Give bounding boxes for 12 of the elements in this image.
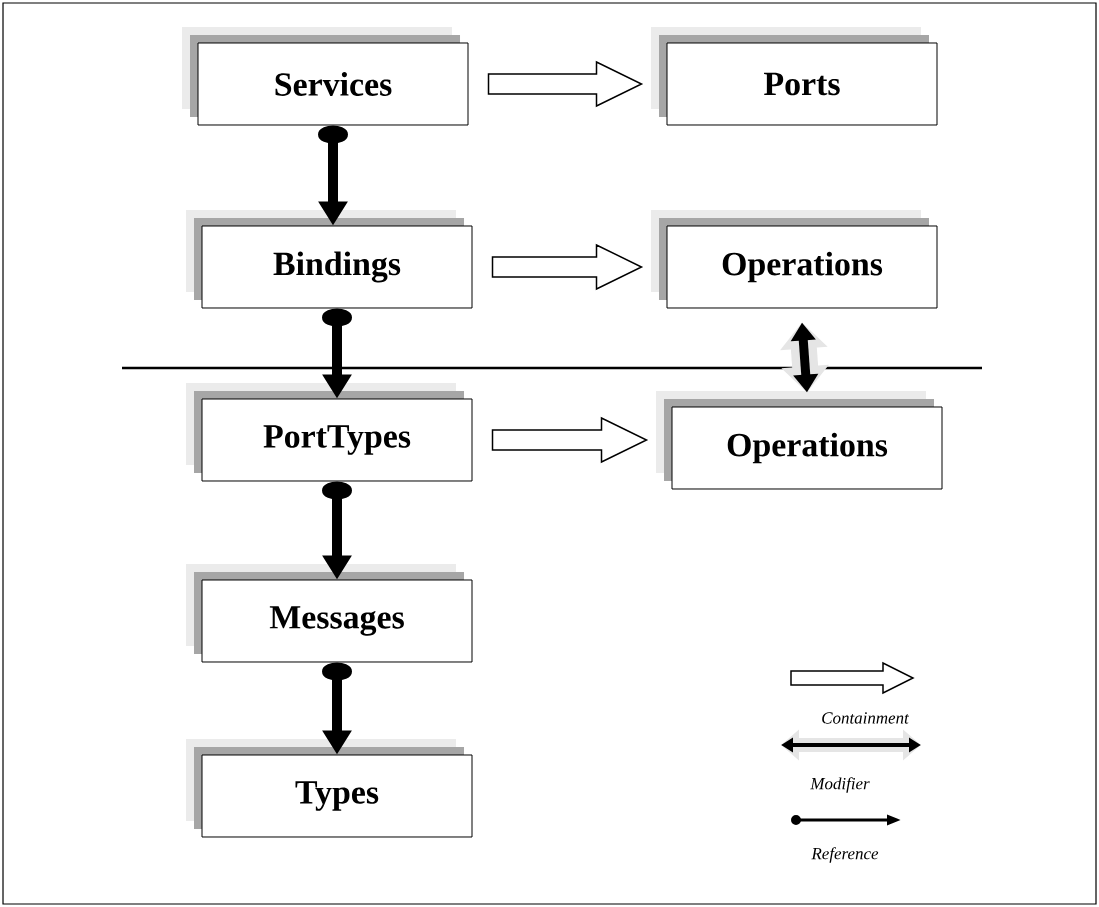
legend-item: Containment [790,661,915,724]
containment-arrow [487,60,644,108]
box: Ports [651,27,938,126]
box: Operations [651,210,938,309]
box: PortTypes [186,383,473,482]
containment-arrow [491,243,644,291]
box: Services [182,27,469,126]
box: Types [186,739,473,838]
box: Bindings [186,210,473,309]
box: Messages [186,564,473,663]
containment-arrow [491,416,649,464]
box: Operations [656,391,943,490]
